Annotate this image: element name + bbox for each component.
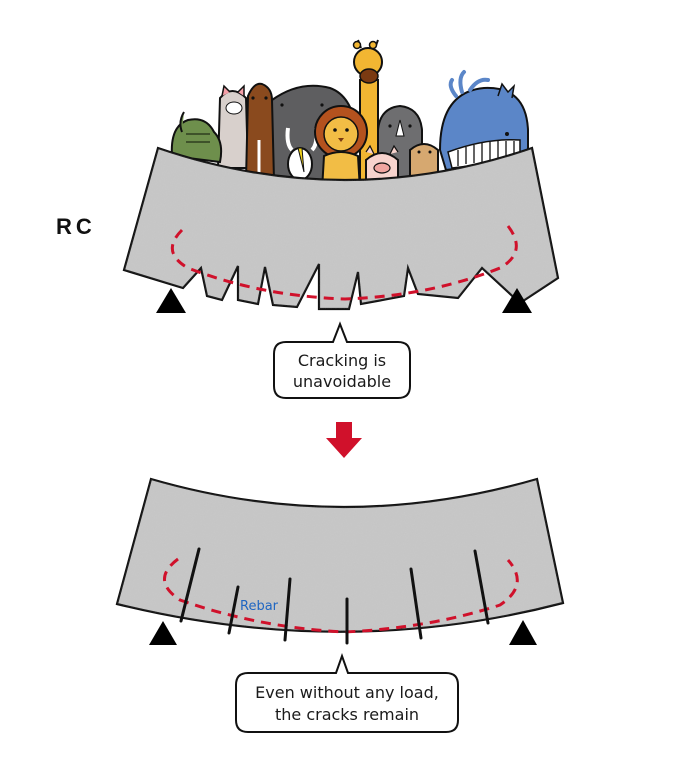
- left-support-icon-2: [149, 621, 177, 645]
- unloaded-beam: Rebar: [115, 477, 565, 645]
- bird-icon: [287, 147, 313, 181]
- down-arrow-icon: [326, 422, 362, 458]
- crocodile-icon: [170, 111, 223, 164]
- bubble-cracking-line-1: Cracking is: [298, 351, 386, 370]
- right-support-icon: [502, 288, 532, 313]
- horse-icon: [244, 82, 276, 181]
- crack-1: [179, 547, 201, 623]
- right-support-icon-2: [509, 620, 537, 645]
- bubble-cracking-line-2: unavoidable: [293, 372, 391, 391]
- loaded-beam-rebar: [171, 225, 518, 301]
- loaded-beam-texture: [124, 148, 558, 309]
- crack-2: [227, 585, 240, 635]
- bubble-remain-line-2: the cracks remain: [275, 705, 419, 724]
- speech-bubble-cracking: Cracking is unavoidable: [273, 321, 411, 399]
- rc-label: RC: [56, 214, 96, 239]
- crack-5: [409, 567, 423, 640]
- alpaca-icon: [216, 84, 250, 169]
- left-support-icon: [156, 288, 186, 313]
- rebar-label: Rebar: [240, 599, 279, 614]
- loaded-beam: [122, 146, 560, 313]
- speech-bubble-cracks-remain: Even without any load, the cracks remain: [235, 652, 459, 733]
- lion-icon: [314, 105, 368, 191]
- bubble-remain-line-1: Even without any load,: [255, 683, 439, 702]
- crack-3: [283, 577, 292, 642]
- pig-icon: [365, 144, 399, 185]
- unloaded-beam-rebar: [163, 557, 519, 634]
- crack-6: [473, 549, 490, 625]
